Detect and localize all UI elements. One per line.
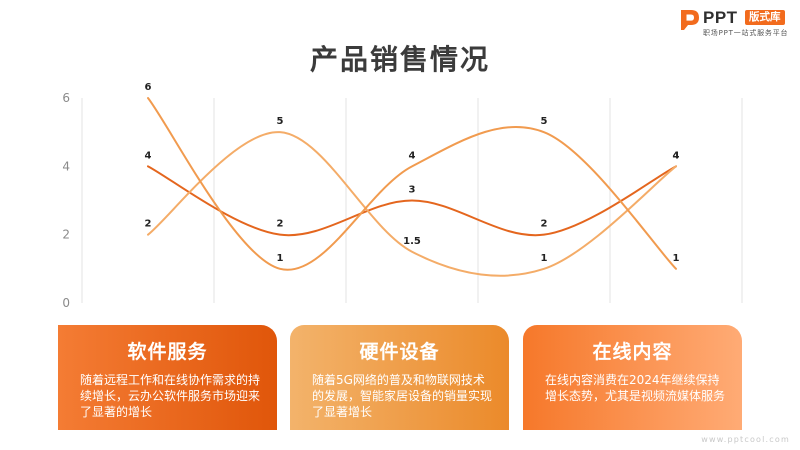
card-body-line: 了显著的增长 <box>80 405 153 419</box>
brand-badge: 版式库 <box>745 10 785 25</box>
data-label: 2 <box>541 219 548 230</box>
data-label: 1 <box>673 253 680 264</box>
brand-name: PPT <box>703 8 738 27</box>
card-title: 软件服务 <box>127 341 208 363</box>
data-label: 6 <box>145 82 152 93</box>
y-tick-label: 0 <box>62 296 70 310</box>
card-body: 随着5G网络的普及和物联网技术 的发展，智能家居设备的销量实现 了显著增长 <box>312 372 492 420</box>
series-line <box>147 131 677 277</box>
brand-tagline: 职场PPT一站式服务平台 <box>703 29 789 37</box>
card-body-line: 随着远程工作和在线协作需求的持 <box>80 373 261 387</box>
data-label: 2 <box>277 219 284 230</box>
data-label: 5 <box>277 116 284 127</box>
data-label: 4 <box>673 150 680 161</box>
card-title: 在线内容 <box>592 341 673 363</box>
y-tick-label: 6 <box>62 91 70 105</box>
data-label: 2 <box>145 219 152 230</box>
card-body-line: 随着5G网络的普及和物联网技术 <box>312 373 485 387</box>
card-body: 随着远程工作和在线协作需求的持 续增长，云办公软件服务市场迎来 了显著的增长 <box>80 372 260 420</box>
card-body-line: 了显著增长 <box>312 405 373 419</box>
brand-logo: PPT 版式库 职场PPT一站式服务平台 <box>679 8 791 38</box>
series-line <box>147 97 677 271</box>
data-label: 5 <box>541 116 548 127</box>
data-label: 1 <box>277 253 284 264</box>
data-label: 4 <box>673 150 680 161</box>
card-body-line: 的发展，智能家居设备的销量实现 <box>312 389 493 403</box>
data-label: 1.5 <box>403 236 421 247</box>
data-label: 1 <box>541 253 548 264</box>
series-line <box>147 165 677 237</box>
card-software-services: 软件服务 随着远程工作和在线协作需求的持 续增长，云办公软件服务市场迎来 了显著… <box>58 325 277 430</box>
slide-title: 产品销售情况 <box>309 43 490 76</box>
card-body-line: 续增长，云办公软件服务市场迎来 <box>80 389 261 403</box>
y-tick-label: 4 <box>62 159 70 173</box>
y-tick-label: 2 <box>62 228 70 242</box>
watermark: www.pptcool.com <box>701 435 790 444</box>
p-logo-icon <box>681 10 699 30</box>
data-label: 4 <box>409 150 416 161</box>
card-hardware-devices: 硬件设备 随着5G网络的普及和物联网技术 的发展，智能家居设备的销量实现 了显著… <box>290 325 509 430</box>
card-body: 在线内容消费在2024年继续保持 增长态势，尤其是视频流媒体服务 <box>545 372 725 404</box>
data-label: 4 <box>145 150 152 161</box>
card-body-line: 在线内容消费在2024年继续保持 <box>545 373 720 387</box>
card-online-content: 在线内容 在线内容消费在2024年继续保持 增长态势，尤其是视频流媒体服务 <box>523 325 742 430</box>
card-body-line: 增长态势，尤其是视频流媒体服务 <box>545 389 726 403</box>
data-label: 3 <box>409 185 416 196</box>
card-title: 硬件设备 <box>359 341 440 363</box>
